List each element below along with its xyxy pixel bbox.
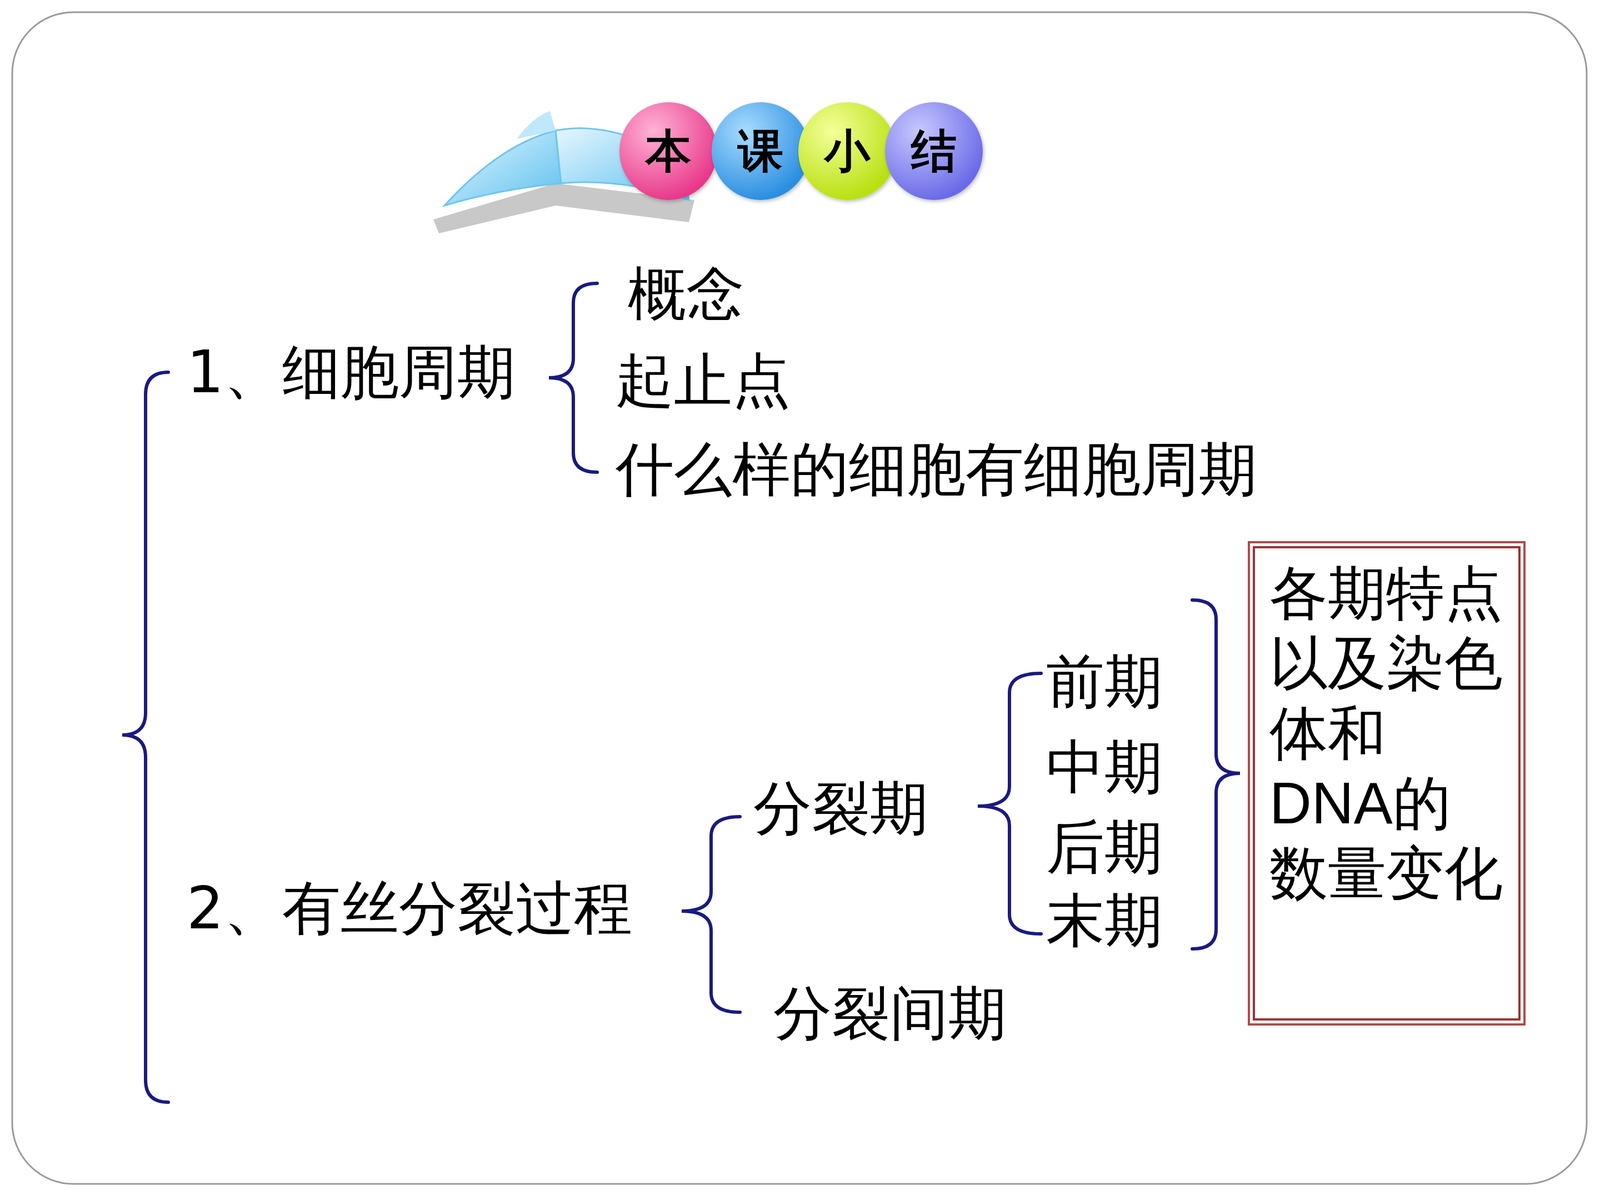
outline-label: 分裂间期 (773, 980, 1007, 1048)
outline-label: 什么样的细胞有细胞周期 (615, 436, 1258, 504)
title-char: 课 (737, 128, 784, 174)
title-circle: 结 (885, 102, 983, 200)
outline-label: 前期 (1046, 648, 1163, 716)
summary-box: 各期特点以及染色体和DNA的数量变化 (1252, 546, 1521, 1021)
title-char: 小 (824, 128, 870, 174)
outline-label: 起止点 (615, 347, 791, 415)
outline-label: 2、有丝分裂过程 (186, 875, 633, 943)
outline-label: 1、细胞周期 (186, 338, 516, 407)
title-circle: 课 (711, 102, 810, 200)
outline-label: 末期 (1046, 887, 1163, 955)
outline-label: 分裂期 (753, 775, 929, 843)
title-char: 本 (645, 128, 692, 174)
title-circle: 本 (619, 102, 718, 200)
outline-label: 概念 (627, 260, 745, 328)
title-circle: 小 (798, 102, 897, 200)
outline-label: 后期 (1046, 813, 1163, 882)
outline-label: 中期 (1046, 733, 1163, 802)
summary-text: 各期特点以及染色体和DNA的数量变化 (1269, 558, 1504, 909)
bracket (122, 283, 1240, 1103)
slide-frame (12, 12, 1587, 1184)
title-char: 结 (911, 128, 957, 174)
book-icon (433, 111, 695, 234)
